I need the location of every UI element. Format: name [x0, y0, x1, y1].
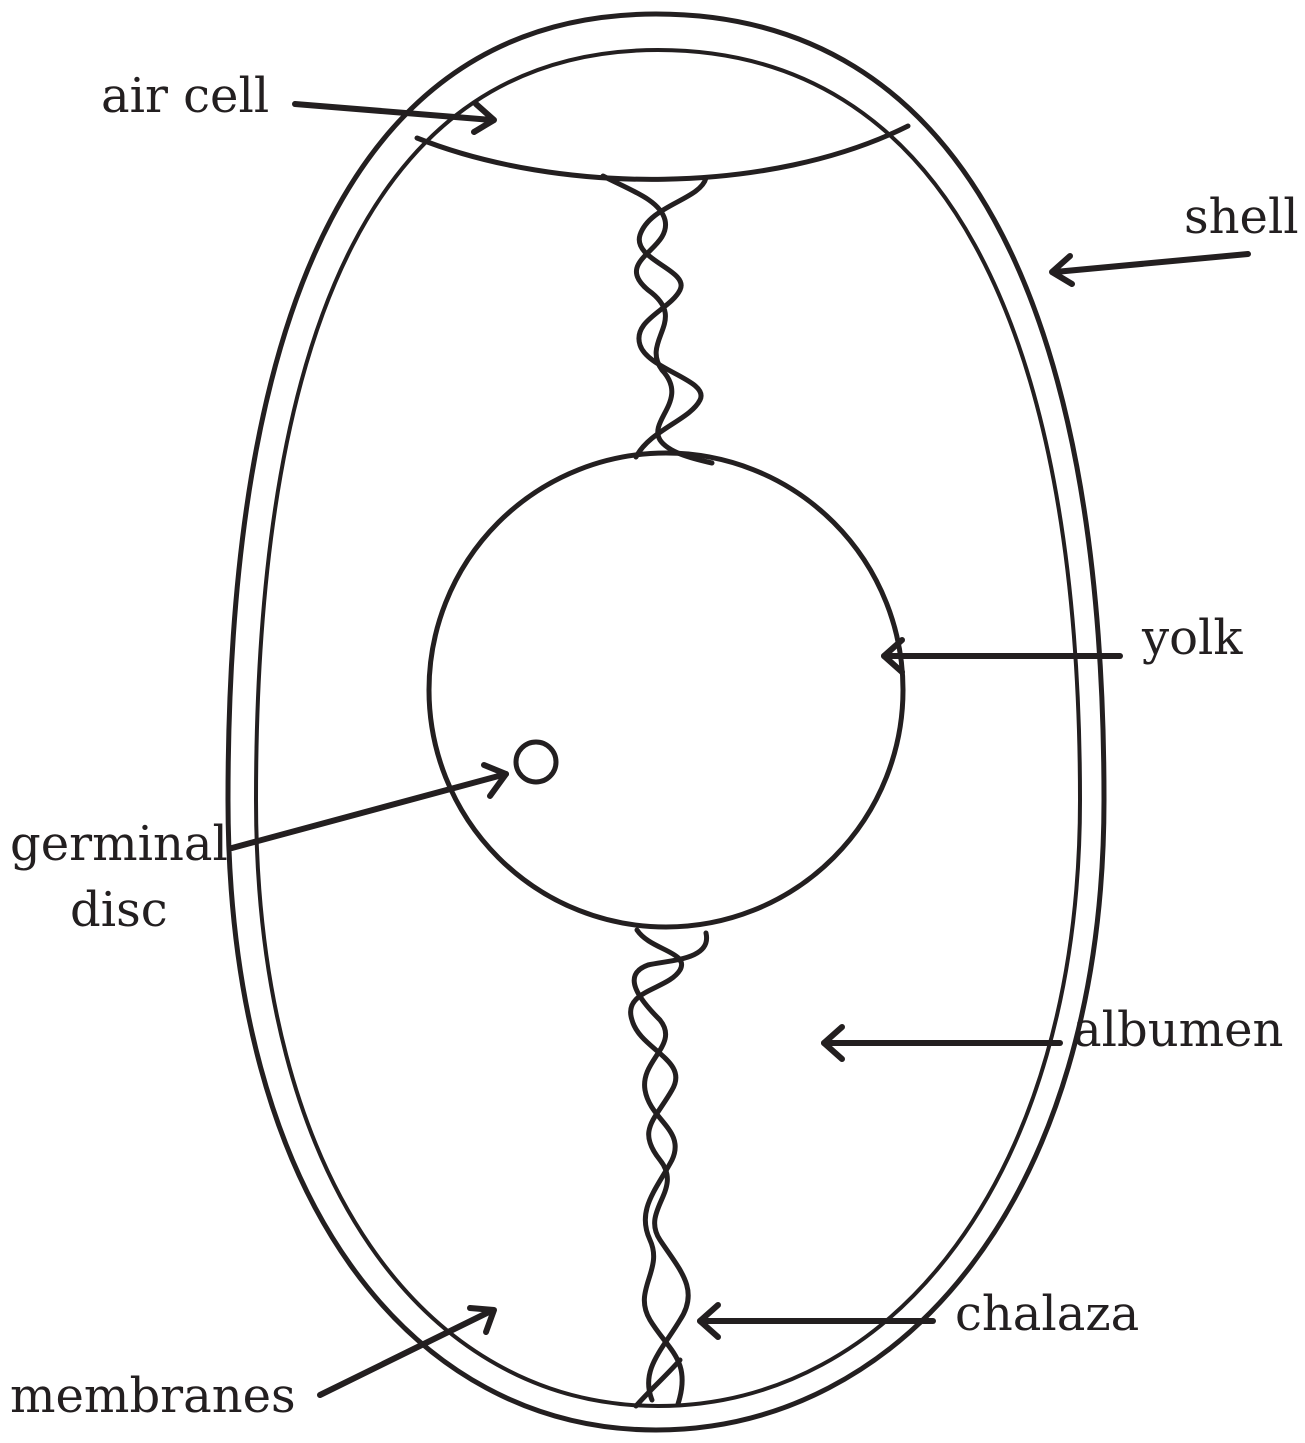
label-albumen: albumen: [1073, 1006, 1283, 1054]
membranes-arrow-line: [320, 1310, 493, 1395]
shell-arrow-line: [1055, 254, 1248, 272]
label-yolk: yolk: [1142, 614, 1242, 662]
upper-chalaza-strand-b: [636, 178, 706, 457]
arrows: [232, 104, 1248, 1395]
upper-chalaza-strand-a: [603, 176, 712, 463]
label-chalaza: chalaza: [955, 1290, 1139, 1338]
germinal-disc-circle: [516, 742, 556, 782]
label-membranes: membranes: [10, 1372, 296, 1420]
label-germinal-disc: germinal disc: [10, 811, 228, 943]
label-shell: shell: [1184, 193, 1299, 241]
lower-chalaza-strand-c: [636, 1360, 680, 1406]
lower-chalaza-strand-a: [631, 930, 689, 1400]
label-germinal-disc-line2: disc: [10, 877, 228, 943]
air-cell-boundary: [417, 126, 908, 179]
egg-membrane-outline: [256, 50, 1080, 1406]
yolk-circle: [429, 453, 903, 927]
label-germinal-disc-line1: germinal: [10, 811, 228, 877]
label-air-cell: air cell: [101, 72, 269, 120]
